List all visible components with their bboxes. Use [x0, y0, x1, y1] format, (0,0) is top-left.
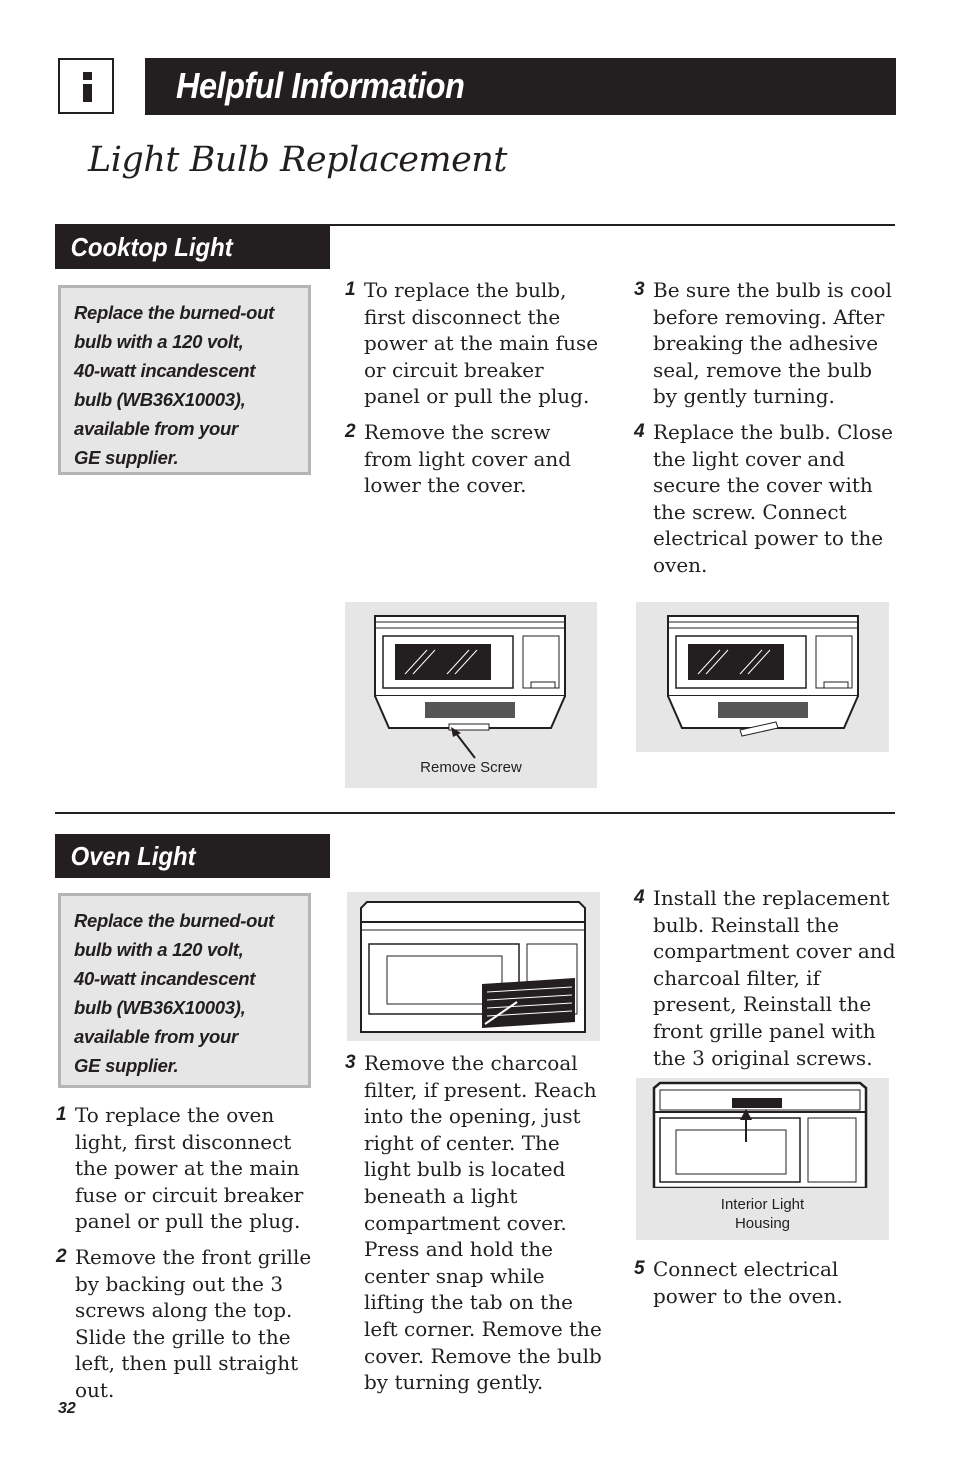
cooktop-step-3: 3 Be sure the bulb is cool before removi…: [634, 278, 892, 409]
cooktop-step-1: 1 To replace the bulb, first disconnect …: [345, 278, 599, 409]
cooktop-note-box: Replace the burned-out bulb with a 120 v…: [58, 285, 311, 475]
remove-screw-caption: Remove Screw: [420, 759, 522, 776]
header-title: Helpful Information: [176, 65, 465, 106]
cooktop-step-2: 2 Remove the screw from light cover and …: [345, 420, 572, 498]
interior-light-caption: Interior Light Housing: [720, 1196, 805, 1232]
oven-figure-interior-light: Interior Light Housing: [636, 1078, 889, 1240]
oven-heading: Oven Light: [70, 841, 196, 871]
cooktop-heading-bar: Cooktop Light: [55, 225, 330, 269]
oven-note-box: Replace the burned-out bulb with a 120 v…: [58, 893, 311, 1088]
info-icon: [58, 58, 114, 114]
oven-note: Replace the burned-out bulb with a 120 v…: [74, 910, 274, 1076]
cooktop-figure-cover-lowered: [636, 602, 889, 752]
page-title: Light Bulb Replacement: [88, 140, 507, 180]
cooktop-step-4: 4 Replace the bulb. Close the light cove…: [634, 420, 893, 577]
microwave-illustration: [374, 615, 566, 759]
oven-heading-bar: Oven Light: [55, 834, 330, 878]
oven-step-1: 1 To replace the oven light, first disco…: [56, 1103, 304, 1234]
interior-light-illustration: [652, 1081, 868, 1190]
microwave-illustration: [667, 615, 859, 737]
oven-step-2: 2 Remove the front grille by backing out…: [56, 1245, 312, 1402]
section-divider: [55, 224, 895, 226]
cooktop-figure-remove-screw: Remove Screw: [345, 602, 597, 788]
cooktop-heading: Cooktop Light: [70, 232, 233, 262]
cooktop-note: Replace the burned-out bulb with a 120 v…: [74, 302, 274, 468]
microwave-grille-illustration: [360, 901, 586, 1033]
oven-step-3: 3 Remove the charcoal filter, if present…: [345, 1051, 602, 1395]
oven-figure-grille: [347, 892, 600, 1041]
oven-step-5: 5 Connect electrical power to the oven.: [634, 1257, 843, 1308]
page-number: 32: [58, 1400, 76, 1417]
oven-step-4: 4 Install the replacement bulb. Reinstal…: [634, 886, 896, 1070]
header-bar: [145, 58, 896, 115]
section-divider: [55, 812, 895, 814]
